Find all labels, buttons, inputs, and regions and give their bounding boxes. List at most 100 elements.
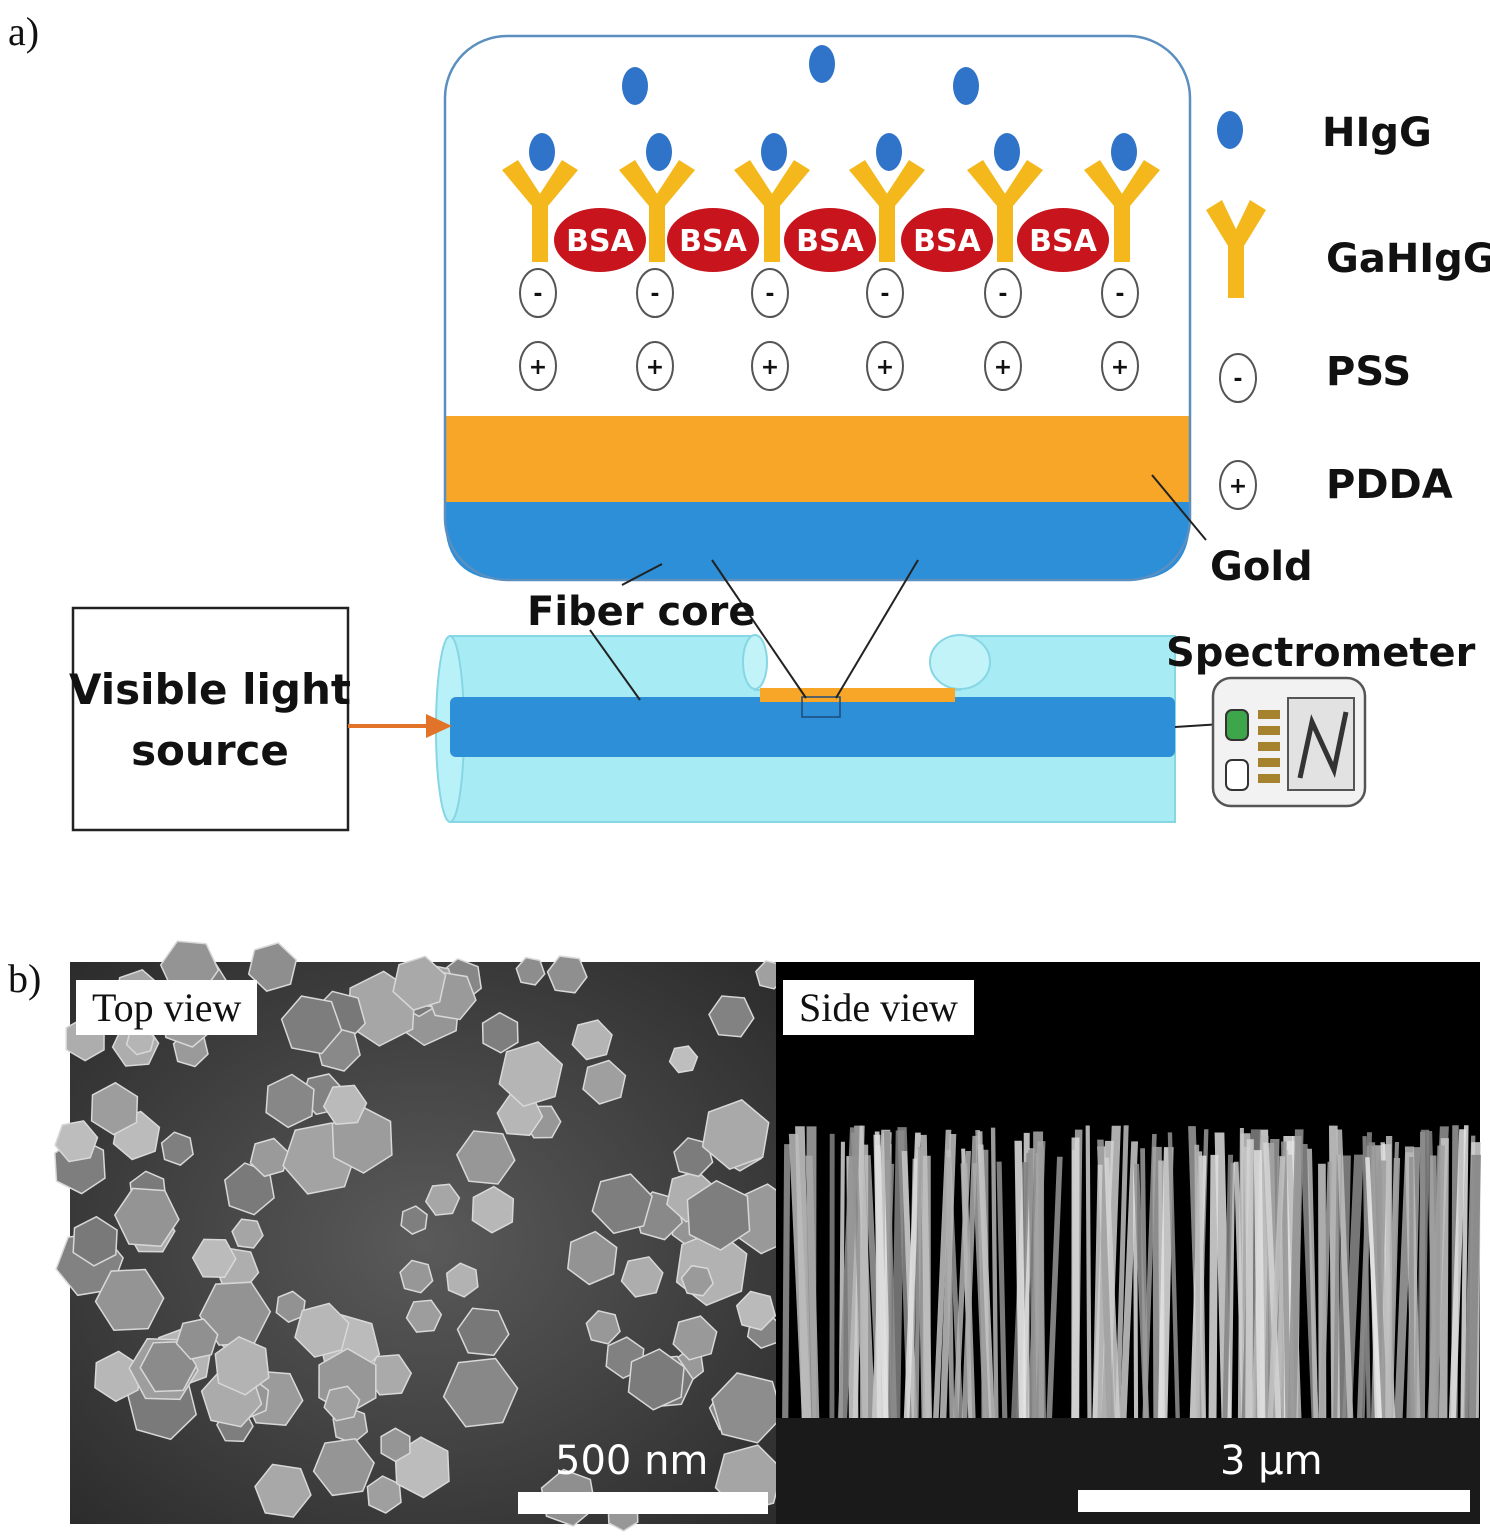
nanorod-hexagon: [247, 942, 298, 992]
nanorod: [1416, 1129, 1430, 1418]
side-view-scale-text: 3 µm: [1220, 1438, 1323, 1484]
inset-frame: [443, 34, 1192, 582]
nanorod-hexagon: [515, 956, 546, 986]
pss-minus-sign: -: [1115, 282, 1124, 307]
panel-b-label: b): [8, 956, 42, 1001]
nanorod-hexagon: [175, 1318, 219, 1360]
nanorod: [837, 1127, 860, 1418]
nanorod: [1071, 1137, 1080, 1418]
nanorod: [782, 1144, 791, 1418]
pss-minus-sign: -: [998, 282, 1007, 307]
pdda-plus-sign: +: [761, 355, 779, 380]
nanorod-hexagon: [312, 1437, 375, 1497]
nanorod: [1267, 1156, 1286, 1418]
nanorod: [1253, 1150, 1266, 1418]
nanorod-hexagon: [254, 1463, 312, 1518]
inset-blue-bottom: [445, 500, 1190, 580]
legend-pss-text: PSS: [1326, 349, 1411, 395]
nanorod: [1245, 1139, 1254, 1418]
nanorod: [1280, 1141, 1291, 1418]
nanorod: [1194, 1144, 1201, 1418]
nanorod-hexagon: [546, 955, 588, 994]
nanorod: [945, 1157, 955, 1418]
nanorod-hexagon: [471, 1185, 515, 1234]
pdda-plus-circle: [984, 341, 1022, 391]
top-view-scale-text: 500 nm: [555, 1438, 709, 1484]
pdda-plus-circle: [866, 341, 904, 391]
zoom-line-left: [711, 559, 807, 699]
nanorod-hexagon: [680, 1264, 714, 1297]
free-antigens: [622, 45, 979, 105]
optical-fiber: [435, 634, 1176, 823]
inset-core-leader: [621, 563, 663, 586]
nanorod-hexagon: [498, 1041, 564, 1108]
nanorod-hexagon: [585, 1309, 621, 1345]
nanorod-hexagon: [735, 1290, 777, 1331]
nanorod-hexagon: [231, 1218, 264, 1249]
nanorod-hexagon: [294, 1302, 350, 1358]
nanorod-hexagon: [366, 1354, 413, 1396]
pdda-plus-sign: +: [1111, 355, 1129, 380]
nanorod: [1157, 1147, 1174, 1418]
fiber-gold-coating: [760, 688, 955, 702]
bsa-label: BSA: [566, 224, 634, 259]
nanorod: [1287, 1129, 1304, 1418]
pss-minus-circle: [636, 268, 674, 318]
nanorod-hexagon: [191, 1238, 237, 1278]
nanorod-hexagon: [90, 1081, 139, 1136]
legend-gahlgg-icon: [1206, 200, 1266, 298]
bsa-ellipse: [1017, 208, 1109, 272]
fiber-core: [450, 697, 1175, 757]
fiber-core-label: Fiber core: [527, 589, 756, 635]
nanorod: [1197, 1151, 1207, 1418]
nanorod-hexagon: [280, 995, 343, 1055]
nanorod-hexagon: [380, 1427, 411, 1463]
antigen-dot: [622, 67, 648, 105]
legend-pdda-sign: +: [1229, 474, 1247, 499]
nanorod-hexagon: [113, 1187, 180, 1247]
nanorod: [1167, 1132, 1180, 1418]
gold-leader-line: [1151, 474, 1207, 541]
bsa-label: BSA: [1029, 224, 1097, 259]
bsa-label: BSA: [679, 224, 747, 259]
spectrum-icon: [1297, 711, 1349, 779]
nanorod-forest: [782, 1125, 1481, 1418]
nanorod-hexagon: [265, 1073, 315, 1129]
bound-antigen: [994, 133, 1020, 171]
legend-pss-sign: -: [1233, 367, 1242, 392]
sem-side-view: [776, 962, 1481, 1524]
antibody: [1084, 160, 1160, 262]
nanorod: [1408, 1157, 1415, 1418]
nanorod: [953, 1150, 972, 1418]
cladding-notch-left: [742, 634, 768, 690]
gold-label: Gold: [1210, 544, 1313, 590]
pdda-plus-sign: +: [529, 355, 547, 380]
pss-minus-circle: [519, 268, 557, 318]
nanorod: [1368, 1142, 1388, 1418]
nanorod: [1085, 1125, 1092, 1418]
nanorod: [788, 1133, 812, 1418]
nanorod: [860, 1144, 869, 1418]
light-source-box: [71, 606, 350, 832]
pdda-plus-circle: [751, 341, 789, 391]
nanorod: [1336, 1129, 1354, 1418]
pss-minus-sign: -: [533, 282, 542, 307]
nanorod: [1430, 1145, 1445, 1418]
light-arrow-head: [426, 714, 452, 738]
nanorod-hexagon: [701, 1099, 770, 1171]
antibody: [967, 160, 1043, 262]
nanorod: [1038, 1146, 1045, 1418]
bound-antigen: [761, 133, 787, 171]
nanorod-hexagon: [400, 1205, 428, 1235]
pdda-plus-circle: [519, 341, 557, 391]
nanorod: [903, 1132, 921, 1418]
nanorod-hexagon: [442, 1357, 519, 1428]
pss-minus-circle: [1101, 268, 1139, 318]
inset-source-box: [801, 696, 841, 718]
antibody: [734, 160, 810, 262]
pss-minus-sign: -: [650, 282, 659, 307]
antibody-row: [502, 133, 1160, 262]
bsa-ellipse: [554, 208, 646, 272]
nanorod-hexagon: [672, 1315, 718, 1361]
